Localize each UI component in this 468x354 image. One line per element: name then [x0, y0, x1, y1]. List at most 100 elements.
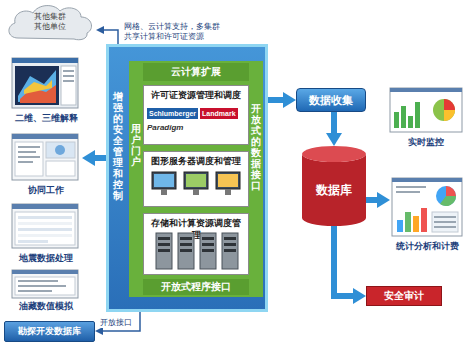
- row: [18, 290, 52, 292]
- title-bar: [392, 178, 462, 182]
- screenshot-reservoir: [12, 270, 78, 298]
- row: [18, 240, 48, 243]
- node-label: 其他集群 其他单位: [32, 12, 68, 31]
- rack-slot: [180, 237, 192, 240]
- bar: [421, 208, 427, 232]
- row: [434, 216, 456, 218]
- node-label: 云计算扩展: [171, 65, 221, 79]
- rack: [178, 233, 194, 269]
- avatar: [55, 145, 65, 155]
- stand: [161, 189, 167, 195]
- node-label: 用户门户: [131, 123, 141, 167]
- node-label: 实时监控: [388, 137, 464, 148]
- node-label: 安全审计: [384, 289, 424, 303]
- rack-icons: [156, 233, 238, 269]
- pie: [436, 186, 456, 206]
- storage-box: 存储和计算资源调度管理: [143, 213, 249, 275]
- rack: [222, 233, 238, 269]
- panel: [15, 277, 75, 295]
- rack: [156, 233, 172, 269]
- window-frame: [392, 178, 462, 236]
- title-bar: [12, 270, 78, 274]
- window-frame: [12, 270, 78, 298]
- flow-arrow: [366, 197, 377, 203]
- database-box: 勘探开发数据库: [4, 321, 95, 342]
- connector-line: [104, 30, 118, 44]
- node-label: 统计分析和计费: [390, 241, 464, 252]
- view-area: [15, 66, 59, 105]
- row: [18, 151, 36, 153]
- bar: [405, 212, 411, 232]
- screenshot-node: 实时监控: [388, 86, 464, 148]
- row: [18, 156, 40, 158]
- license-box: 许可证资源管理和调度SchlumbergerLandmarkParadigm: [143, 85, 249, 145]
- window-frame: [12, 204, 78, 248]
- screenshot-collaboration: [12, 134, 78, 180]
- screen: [154, 174, 174, 187]
- flow-arrow: [334, 226, 353, 296]
- node-label: 数据库: [316, 182, 352, 199]
- bar: [413, 216, 419, 232]
- flow-arrow: [268, 97, 283, 103]
- bar: [397, 220, 403, 232]
- edge-label: 开放接口: [100, 318, 132, 328]
- node-label: 许可证资源管理和调度: [147, 89, 245, 101]
- row: [396, 186, 426, 188]
- cylinder-top: [302, 146, 366, 162]
- rack-slot: [158, 243, 170, 246]
- row: [434, 221, 456, 223]
- cloud-node: 其他集群 其他单位: [4, 2, 96, 42]
- window-frame: [12, 134, 78, 180]
- cloud-band: 云计算扩展: [143, 63, 249, 81]
- pie-slice: [440, 196, 456, 206]
- bar: [394, 112, 399, 128]
- window-frame: [12, 58, 78, 108]
- rack-slot: [202, 243, 214, 246]
- monitor: [184, 172, 208, 189]
- node-label: 存储和计算资源调度管理: [147, 217, 245, 241]
- database-cylinder: 数据库: [302, 146, 366, 226]
- node-label: Schlumberger: [147, 108, 198, 119]
- row: [18, 234, 72, 237]
- screenshot-seismic: [12, 204, 78, 248]
- screenshot-node: 协同工作: [10, 132, 82, 196]
- pie-slice: [444, 99, 455, 110]
- rack-slot: [202, 237, 214, 240]
- node-label: 二维、三维解释: [10, 113, 82, 124]
- surface: [18, 70, 56, 102]
- row: [18, 285, 66, 287]
- flow-arrow: [95, 155, 106, 161]
- rack: [200, 233, 216, 269]
- rack-slot: [180, 243, 192, 246]
- bar: [401, 106, 406, 128]
- node-label: 增强的安全管理和控制: [113, 91, 123, 201]
- pie-slice: [446, 186, 456, 196]
- window-frame: [390, 88, 462, 132]
- row: [18, 222, 72, 225]
- monitor: [216, 172, 240, 189]
- row: [434, 226, 456, 228]
- rack-slot: [202, 249, 214, 252]
- row: [18, 228, 72, 231]
- screenshot-node: 二维、三维解释: [10, 56, 82, 124]
- edge-label: 网格、云计算支持，多集群共享计算和许可证资源: [124, 22, 224, 42]
- panel: [15, 212, 75, 245]
- row: [63, 70, 74, 72]
- table: [432, 212, 458, 232]
- rack-slot: [224, 249, 236, 252]
- node-label: 协同工作: [10, 185, 82, 196]
- screenshot-node: 油藏数值模拟: [10, 268, 82, 312]
- monitor: [152, 172, 176, 189]
- bar: [408, 116, 413, 128]
- node-label: 图形服务器调度和管理: [147, 155, 245, 167]
- cloud-shape: [9, 6, 92, 40]
- panel: [15, 142, 43, 176]
- rack-slot: [224, 237, 236, 240]
- audit-box: 安全审计: [366, 286, 442, 306]
- row: [18, 161, 33, 163]
- screenshot-node: 统计分析和计费: [390, 176, 464, 252]
- rack-slot: [158, 237, 170, 240]
- node-label: Landmark: [200, 108, 237, 119]
- portal-frame: 用户门户开放式的数据接口云计算扩展许可证资源管理和调度SchlumbergerL…: [129, 61, 263, 297]
- monitor-icons: [152, 172, 240, 195]
